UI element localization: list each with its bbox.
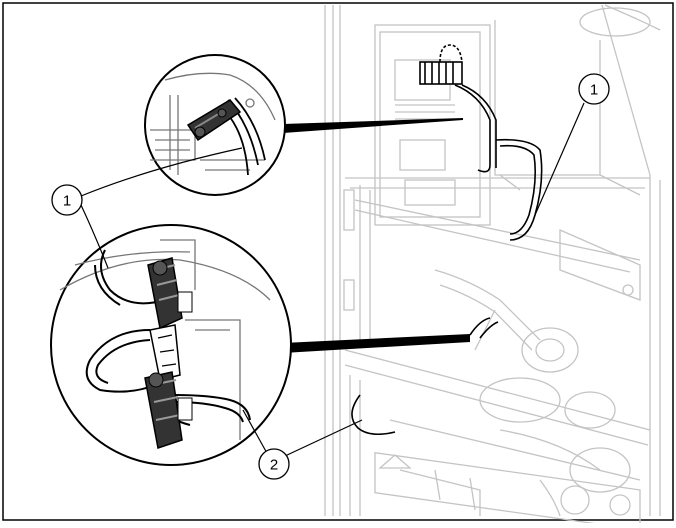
detail-circle-bottom: [50, 224, 292, 466]
cable-routing: [351, 44, 543, 436]
callout-leaders: [80, 102, 585, 457]
callout-2-bottom: 2: [258, 448, 290, 480]
detail-pointer-top: [283, 118, 463, 133]
callout-1-top-right: 1: [578, 73, 610, 105]
callout-label: 1: [63, 193, 71, 210]
detail-circle-top: [144, 54, 286, 196]
appliance-housing: [324, 4, 661, 528]
callout-label: 1: [590, 82, 598, 99]
callout-label: 2: [270, 457, 278, 474]
callout-circle: [578, 73, 610, 105]
detail-pointer-bottom: [283, 334, 470, 353]
callout-circle: [258, 448, 290, 480]
callout-circle: [51, 184, 83, 216]
callout-1-left: 1: [51, 184, 83, 216]
